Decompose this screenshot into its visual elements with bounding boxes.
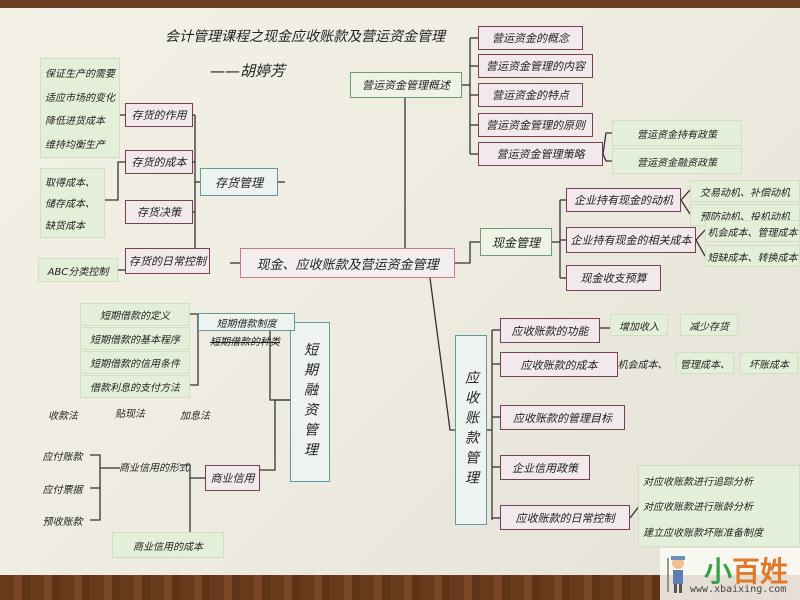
control-item[interactable]: 建立应收账款坏账准备制度	[643, 527, 763, 539]
inventory-function[interactable]: 降低进货成本	[45, 116, 105, 128]
node-receivables[interactable]: 应收账款管理	[455, 335, 487, 525]
node-receivables-item[interactable]: 应收账款的管理目标	[500, 405, 625, 430]
node-strategy-leaf[interactable]: 营运资金融资政策	[612, 148, 742, 174]
node-cash-cost[interactable]: 机会成本、管理成本	[705, 220, 800, 242]
node-inventory-abc[interactable]: ABC分类控制	[38, 258, 118, 282]
farmer-mascot-icon	[667, 556, 685, 593]
watermark-url: www.xbaixing.com	[690, 584, 787, 595]
node-credit-form-item[interactable]: 预收账款	[42, 516, 83, 528]
node-interest-method[interactable]: 加息法	[180, 410, 210, 422]
node-receivables-cost[interactable]: 管理成本、	[676, 352, 734, 374]
node-inventory-functions: 保证生产的需要 适应市场的变化 降低进货成本 维持均衡生产	[40, 58, 120, 158]
node-receivables-controls: 对应收账款进行追踪分析 对应收账款进行账龄分析 建立应收账款坏账准备制度	[638, 465, 800, 547]
inventory-function[interactable]: 适应市场的变化	[45, 92, 115, 104]
node-inventory-item[interactable]: 存货的日常控制	[125, 248, 210, 274]
node-cash-motive[interactable]: 交易动机、补偿动机	[690, 180, 800, 202]
node-interest-method[interactable]: 贴现法	[115, 408, 145, 420]
node-overview-item[interactable]: 营运资金管理的内容	[478, 54, 593, 78]
node-receivables-function[interactable]: 减少存货	[680, 314, 738, 336]
node-loan-item[interactable]: 短期借款的基本程序	[80, 327, 190, 350]
node-interest-method[interactable]: 收款法	[48, 410, 78, 422]
node-inventory-item[interactable]: 存货的作用	[125, 103, 193, 127]
inventory-cost[interactable]: 缺货成本	[45, 220, 85, 232]
node-receivables-item[interactable]: 应收账款的成本	[500, 352, 618, 377]
node-credit-form-item[interactable]: 应付票据	[42, 484, 83, 496]
node-crossed-out: 短期借款的种类	[210, 336, 280, 348]
node-receivables-cost[interactable]: 机会成本、	[617, 359, 668, 371]
node-inventory-item[interactable]: 存货决策	[125, 200, 193, 224]
node-overview-item[interactable]: 营运资金的概念	[478, 26, 583, 50]
node-credit-cost[interactable]: 商业信用的成本	[112, 532, 224, 558]
node-receivables-cost[interactable]: 坏账成本	[740, 352, 798, 374]
node-inventory-costs: 取得成本、 储存成本、 缺货成本	[40, 168, 105, 238]
node-overview-item[interactable]: 营运资金管理策略	[478, 142, 603, 166]
inventory-function[interactable]: 保证生产的需要	[45, 69, 115, 81]
inventory-cost[interactable]: 储存成本、	[45, 199, 95, 211]
watermark-logo: 小百姓	[704, 555, 789, 588]
node-short-term-financing[interactable]: 短期融资管理	[290, 322, 330, 482]
node-commercial-credit[interactable]: 商业信用	[205, 465, 260, 491]
control-item[interactable]: 对应收账款进行账龄分析	[643, 502, 753, 514]
node-loan-item[interactable]: 短期借款的定义	[80, 303, 190, 326]
mindmap-title: 会计管理课程之现金应收账款及营运资金管理	[165, 29, 445, 45]
node-inventory-item[interactable]: 存货的成本	[125, 150, 193, 174]
node-loan-item[interactable]: 短期借款的信用条件	[80, 351, 190, 374]
control-item[interactable]: 对应收账款进行追踪分析	[643, 477, 753, 489]
node-receivables-item[interactable]: 应收账款的功能	[500, 318, 600, 343]
node-receivables-function[interactable]: 增加收入	[610, 314, 668, 336]
node-overview-item[interactable]: 营运资金管理的原则	[478, 113, 593, 137]
node-overview[interactable]: 营运资金管理概述	[350, 72, 462, 98]
node-inventory[interactable]: 存货管理	[200, 168, 278, 196]
watermark: 小百姓 www.xbaixing.com	[660, 548, 800, 600]
node-strategy-leaf[interactable]: 营运资金持有政策	[612, 120, 742, 146]
node-center[interactable]: 现金、应收账款及营运资金管理	[240, 248, 455, 278]
node-short-term-loan[interactable]: 短期借款制度	[198, 313, 295, 331]
node-overview-item[interactable]: 营运资金的特点	[478, 83, 583, 107]
node-receivables-item[interactable]: 企业信用政策	[500, 455, 590, 480]
node-credit-form[interactable]: 商业信用的形式	[119, 462, 189, 474]
node-cash-item[interactable]: 企业持有现金的动机	[566, 188, 681, 212]
inventory-function[interactable]: 维持均衡生产	[45, 139, 105, 151]
node-cash-cost[interactable]: 短缺成本、转换成本	[705, 245, 800, 267]
node-cash-item[interactable]: 企业持有现金的相关成本	[566, 227, 696, 253]
inventory-cost[interactable]: 取得成本、	[45, 178, 95, 190]
node-credit-form-item[interactable]: 应付账款	[42, 451, 83, 463]
node-loan-item[interactable]: 借款利息的支付方法	[80, 375, 190, 398]
author-name: ——胡婷芳	[210, 62, 286, 80]
node-cash-item[interactable]: 现金收支预算	[566, 265, 661, 291]
node-cash[interactable]: 现金管理	[480, 228, 552, 256]
node-receivables-item[interactable]: 应收账款的日常控制	[500, 505, 630, 530]
